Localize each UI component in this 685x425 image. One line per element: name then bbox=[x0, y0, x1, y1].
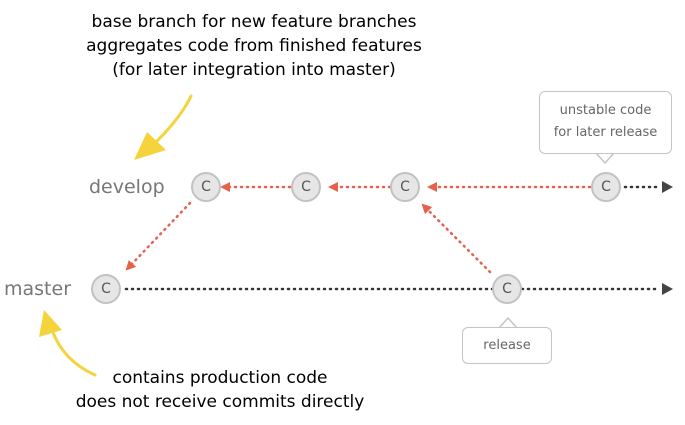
develop-arrowhead bbox=[662, 181, 673, 193]
develop-commit-node: C bbox=[390, 172, 420, 202]
develop-commit-node: C bbox=[191, 172, 221, 202]
callout-pointer bbox=[595, 152, 615, 165]
caption-line: does not receive commits directly bbox=[75, 392, 365, 412]
master-branch-label: master bbox=[4, 278, 72, 300]
caption-line: base branch for new feature branches bbox=[91, 12, 417, 32]
annotation-arrowhead bbox=[134, 132, 166, 160]
annotation-arrow bbox=[155, 94, 193, 143]
merge-arrow bbox=[125, 201, 192, 271]
caption-line: aggregates code from finished features bbox=[86, 36, 422, 56]
develop-commit-node: C bbox=[591, 172, 621, 202]
develop-description: base branch for new feature branches agg… bbox=[24, 10, 484, 82]
develop-commit-node: C bbox=[291, 172, 321, 202]
develop-branch-label: develop bbox=[89, 176, 165, 198]
callout-line: unstable code bbox=[559, 103, 652, 118]
unstable-code-callout: unstable code for later release bbox=[539, 91, 672, 154]
caption-line: contains production code bbox=[112, 368, 328, 388]
annotation-arrow bbox=[50, 328, 97, 377]
callout-pointer bbox=[498, 316, 518, 329]
master-arrowhead bbox=[662, 283, 673, 295]
merge-arrow bbox=[421, 203, 492, 274]
callout-line: for later release bbox=[553, 125, 658, 140]
master-commit-node: C bbox=[91, 274, 121, 304]
release-commit-node: C bbox=[492, 274, 522, 304]
annotation-arrowhead bbox=[39, 310, 62, 337]
release-callout: release bbox=[462, 327, 552, 364]
caption-line: (for later integration into master) bbox=[112, 60, 396, 80]
master-description: contains production code does not receiv… bbox=[40, 366, 400, 414]
